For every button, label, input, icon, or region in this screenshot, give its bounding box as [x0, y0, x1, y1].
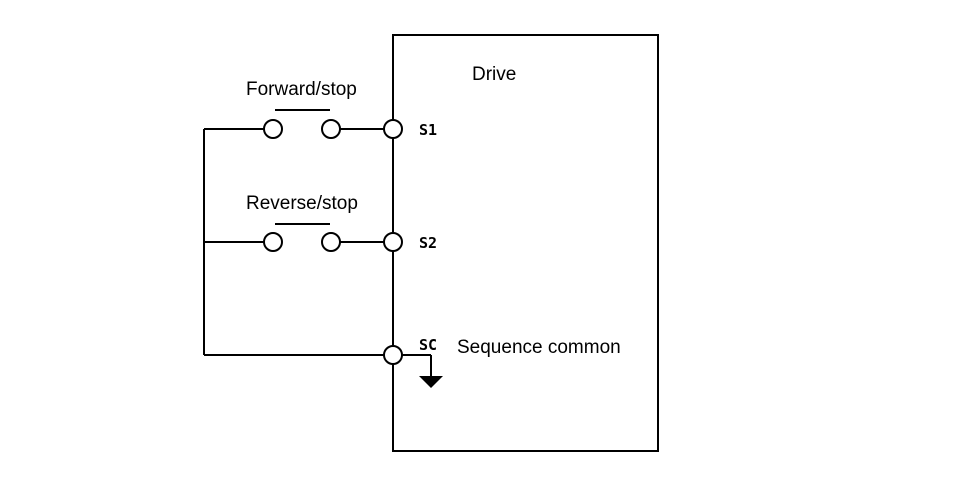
sc-terminal-node	[383, 345, 403, 365]
s2-terminal-label: S2	[419, 234, 437, 252]
forward-stop-label: Forward/stop	[246, 79, 357, 100]
reverse-stop-contact-left	[263, 232, 283, 252]
s1-terminal-label: S1	[419, 121, 437, 139]
s1-terminal-node	[383, 119, 403, 139]
ground-icon	[402, 354, 443, 388]
reverse-stop-contact-right	[321, 232, 341, 252]
drive-title: Drive	[472, 64, 516, 85]
sc-terminal-label: SC	[419, 336, 437, 354]
sequence-common-label: Sequence common	[457, 337, 621, 358]
forward-stop-contact-right	[321, 119, 341, 139]
reverse-stop-label: Reverse/stop	[246, 193, 358, 214]
s2-terminal-node	[383, 232, 403, 252]
forward-stop-contact-left	[263, 119, 283, 139]
